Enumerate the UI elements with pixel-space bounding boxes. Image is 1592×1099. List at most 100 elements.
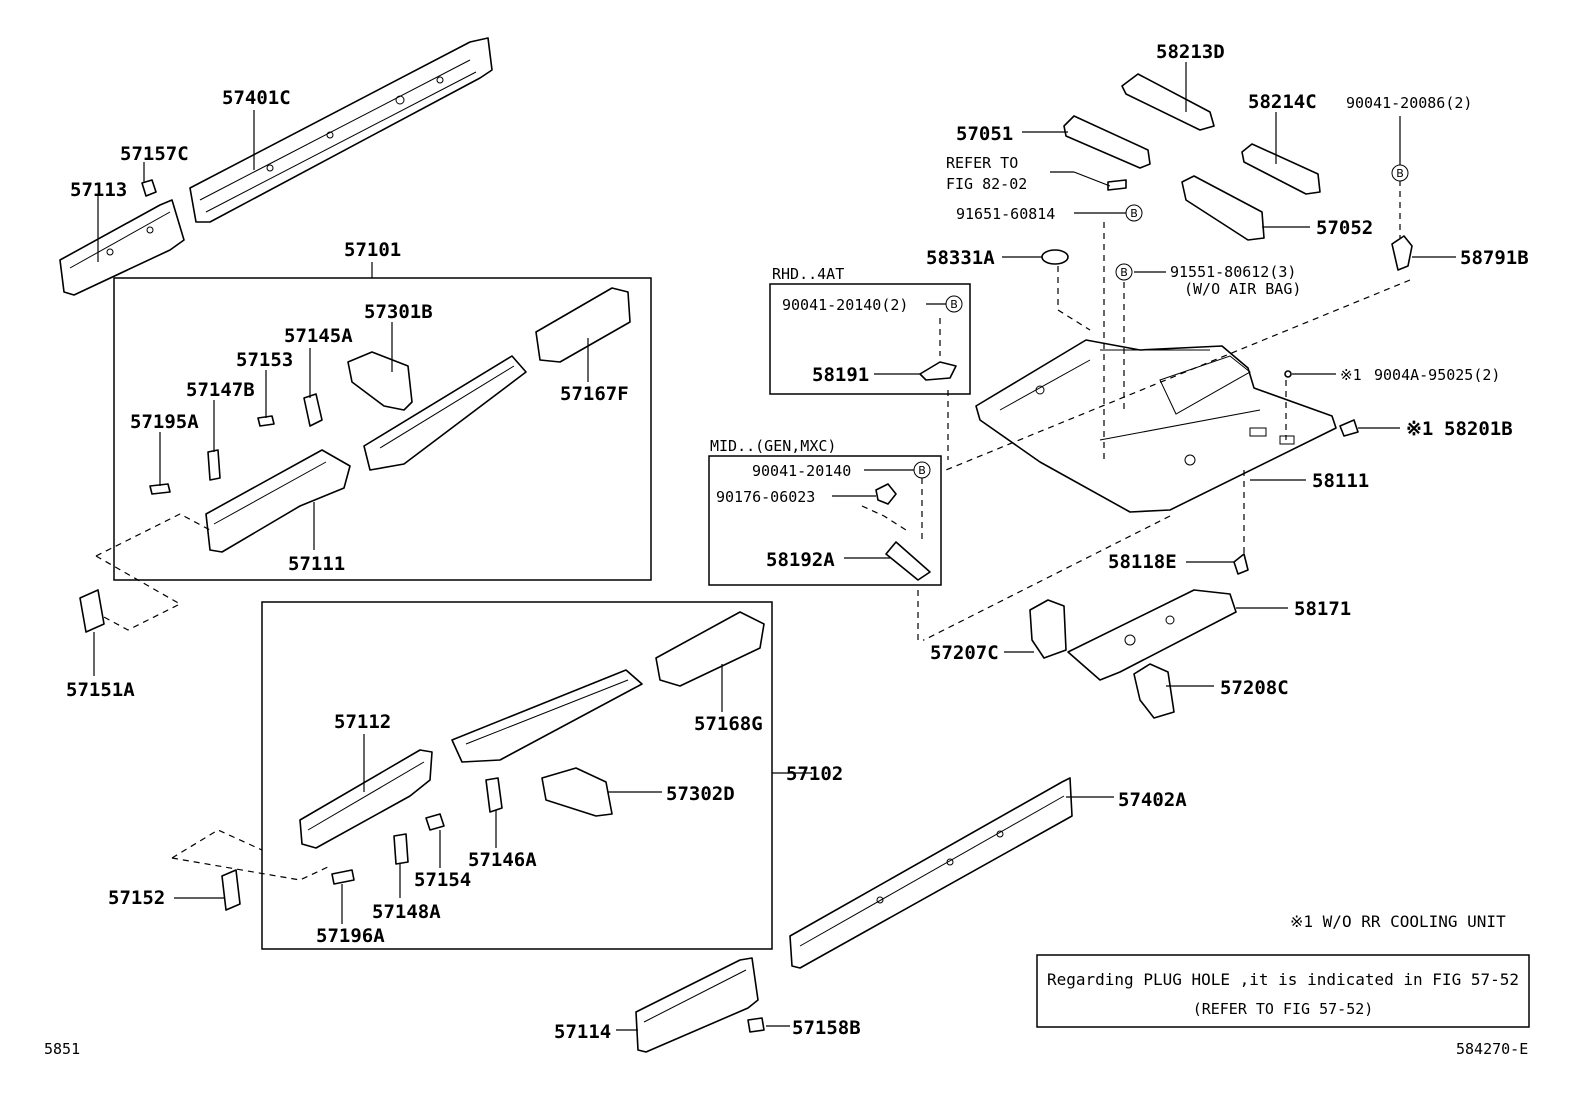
part-58192A-shape bbox=[885, 541, 931, 581]
svg-text:B: B bbox=[1120, 266, 1128, 279]
part-labels: 57401C 57157C 57113 57101 57301B 57145A … bbox=[66, 41, 1529, 1043]
part-58111-shape bbox=[975, 339, 1337, 513]
part-57052-shape bbox=[1181, 175, 1265, 241]
label-57196A: 57196A bbox=[316, 925, 385, 947]
part-57113-shape bbox=[59, 199, 185, 296]
label-57113: 57113 bbox=[70, 179, 127, 201]
note-frame-plug-hole bbox=[1036, 954, 1530, 1028]
part-57195A-shape bbox=[149, 483, 171, 495]
label-57112: 57112 bbox=[334, 711, 391, 733]
group-frame-mid-gen-mxc bbox=[708, 455, 942, 586]
label-58213D: 58213D bbox=[1156, 41, 1225, 63]
label-57157C: 57157C bbox=[120, 143, 189, 165]
part-57401C-shape bbox=[189, 37, 493, 223]
svg-text:B: B bbox=[918, 464, 926, 477]
label-57052: 57052 bbox=[1316, 217, 1373, 239]
part-57402A-shape bbox=[789, 777, 1073, 969]
part-57301B-shape bbox=[347, 351, 413, 411]
part-58214C-shape bbox=[1241, 143, 1321, 195]
label-57146A: 57146A bbox=[468, 849, 537, 871]
part-57111-shape bbox=[205, 449, 351, 553]
label-58118E: 58118E bbox=[1108, 551, 1177, 573]
marker-b-90041-20140: B bbox=[913, 461, 931, 479]
page-number-right: 584270-E bbox=[1456, 1040, 1528, 1058]
part-57147B-shape bbox=[207, 449, 221, 481]
part-58331A-shape bbox=[1041, 249, 1069, 265]
label-57207C: 57207C bbox=[930, 642, 999, 664]
marker-b-91651: B bbox=[1125, 204, 1143, 222]
label-57301B: 57301B bbox=[364, 301, 433, 323]
label-90176-06023: 90176-06023 bbox=[716, 488, 815, 506]
label-90041-20140: 90041-20140 bbox=[752, 462, 851, 480]
label-wo-air-bag: (W/O AIR BAG) bbox=[1184, 280, 1301, 298]
label-57402A: 57402A bbox=[1118, 789, 1187, 811]
label-refer-to: REFER TO bbox=[946, 154, 1018, 172]
group-frame-rhd-4at bbox=[769, 283, 971, 395]
marker-b-91551: B bbox=[1115, 263, 1133, 281]
part-57208C-shape bbox=[1133, 663, 1175, 719]
label-57401C: 57401C bbox=[222, 87, 291, 109]
part-57157C-shape bbox=[141, 179, 157, 197]
label-57167F: 57167F bbox=[560, 383, 629, 405]
part-57302D-shape bbox=[541, 767, 613, 817]
label-90041-20086: 90041-20086(2) bbox=[1346, 94, 1472, 112]
part-57102-rail-shape bbox=[451, 669, 643, 763]
label-57102: 57102 bbox=[786, 763, 843, 785]
label-57111: 57111 bbox=[288, 553, 345, 575]
label-57151A: 57151A bbox=[66, 679, 135, 701]
label-rhd-4at: RHD..4AT bbox=[772, 265, 844, 283]
label-57158B: 57158B bbox=[792, 1017, 861, 1039]
label-fig-82-02: FIG 82-02 bbox=[946, 175, 1027, 193]
part-57153-shape bbox=[257, 415, 275, 427]
label-91651-60814: 91651-60814 bbox=[956, 205, 1055, 223]
svg-text:B: B bbox=[1396, 167, 1404, 180]
part-57158B-shape bbox=[747, 1017, 765, 1033]
part-57151A-shape bbox=[79, 589, 105, 633]
label-x1-b: ※1 bbox=[1406, 418, 1433, 440]
label-57101: 57101 bbox=[344, 239, 401, 261]
label-57051: 57051 bbox=[956, 123, 1013, 145]
label-57145A: 57145A bbox=[284, 325, 353, 347]
label-57147B: 57147B bbox=[186, 379, 255, 401]
part-57051-shape bbox=[1063, 115, 1151, 169]
label-57152: 57152 bbox=[108, 887, 165, 909]
part-58791B-shape bbox=[1391, 235, 1413, 271]
label-58171: 58171 bbox=[1294, 598, 1351, 620]
label-57208C: 57208C bbox=[1220, 677, 1289, 699]
dashed-guides bbox=[95, 180, 1411, 881]
note-cooling-unit: ※1 W/O RR COOLING UNIT bbox=[1290, 912, 1506, 931]
part-57196A-shape bbox=[331, 869, 355, 885]
part-9004A-95025-shape bbox=[1284, 370, 1292, 378]
part-57154-shape bbox=[425, 813, 445, 831]
note-plug-hole: Regarding PLUG HOLE ,it is indicated in … bbox=[1047, 970, 1519, 989]
label-57154: 57154 bbox=[414, 869, 471, 891]
label-91551-80612: 91551-80612(3) bbox=[1170, 263, 1296, 281]
label-58111: 58111 bbox=[1312, 470, 1369, 492]
label-57153: 57153 bbox=[236, 349, 293, 371]
label-58331A: 58331A bbox=[926, 247, 995, 269]
label-58191: 58191 bbox=[812, 364, 869, 386]
part-58118E-shape bbox=[1233, 553, 1249, 575]
part-57152-shape bbox=[221, 869, 241, 911]
label-x1-a: ※1 bbox=[1340, 366, 1362, 384]
part-57112-shape bbox=[299, 749, 433, 849]
part-57167F-shape bbox=[363, 287, 631, 471]
part-57148A-shape bbox=[393, 833, 409, 865]
note-refer-fig: (REFER TO FIG 57-52) bbox=[1193, 1000, 1374, 1018]
label-90041-20140-2: 90041-20140(2) bbox=[782, 296, 908, 314]
label-57168G: 57168G bbox=[694, 713, 763, 735]
group-frame-57101 bbox=[113, 277, 652, 581]
part-90176-06023-shape bbox=[875, 483, 897, 505]
part-refer-fig-82-02-shape bbox=[1107, 179, 1127, 191]
part-58171-shape bbox=[1067, 589, 1237, 681]
part-57145A-shape bbox=[303, 393, 323, 427]
part-57168G-shape bbox=[655, 611, 765, 687]
label-58192A: 58192A bbox=[766, 549, 835, 571]
marker-b-90041-20086: B bbox=[1391, 164, 1409, 182]
label-mid-gen-mxc: MID..(GEN,MXC) bbox=[710, 437, 836, 455]
label-57148A: 57148A bbox=[372, 901, 441, 923]
label-9004A-95025: 9004A-95025(2) bbox=[1374, 366, 1500, 384]
label-58214C: 58214C bbox=[1248, 91, 1317, 113]
label-57195A: 57195A bbox=[130, 411, 199, 433]
label-58201B: 58201B bbox=[1444, 418, 1513, 440]
